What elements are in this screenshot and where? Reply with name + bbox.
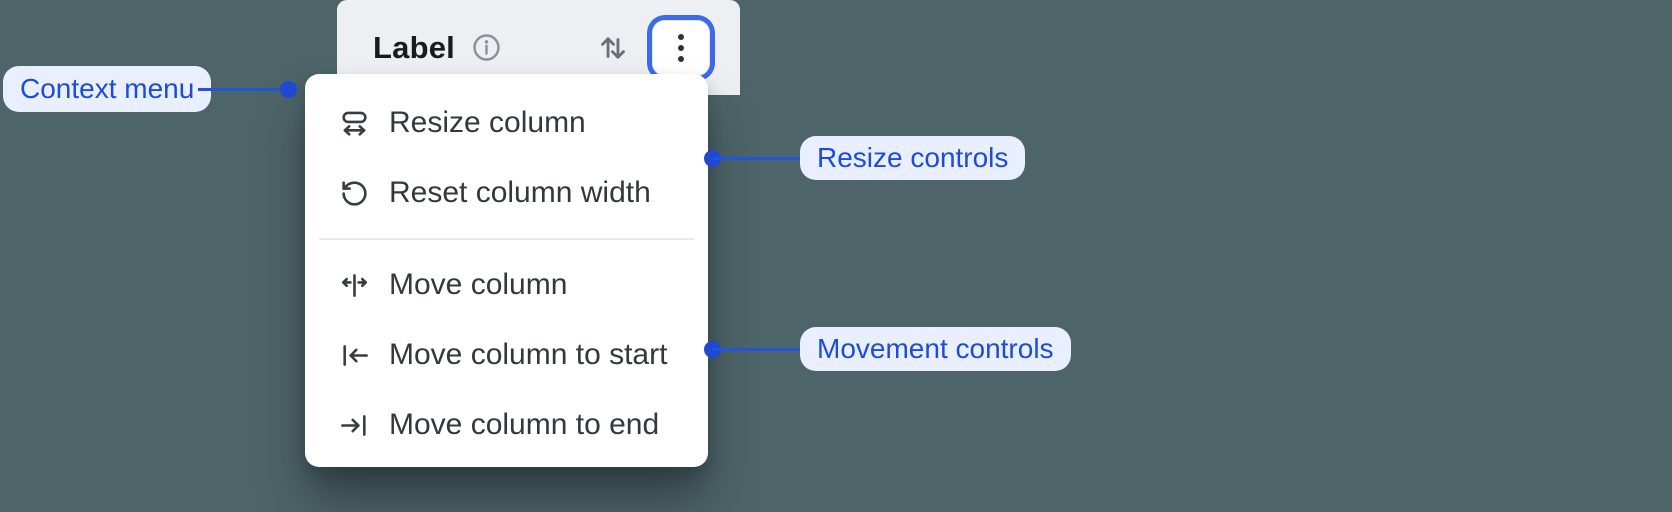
menu-item-label: Move column [389, 268, 568, 301]
reset-column-width-icon [342, 180, 367, 206]
menu-item-resize-column[interactable]: Resize column [305, 88, 708, 158]
annotation-movement-controls: Movement controls [800, 327, 1071, 371]
menu-item-move-column[interactable]: Move column [305, 250, 708, 320]
move-column-icon [341, 273, 368, 297]
annotation-dot-context-menu [280, 81, 297, 98]
menu-item-move-column-to-end[interactable]: Move column to end [305, 390, 708, 460]
column-sort-button[interactable] [596, 31, 630, 65]
annotation-context-menu: Context menu [3, 66, 212, 112]
column-header-title: Label [373, 29, 455, 65]
move-column-to-start-icon [343, 344, 368, 366]
menu-item-reset-column-width[interactable]: Reset column width [305, 158, 708, 228]
annotation-dot-movement-controls [704, 341, 721, 358]
menu-item-label: Reset column width [389, 176, 651, 209]
column-context-menu: Resize column Reset column width [305, 74, 708, 467]
column-menu-button[interactable] [652, 19, 710, 76]
column-info-button[interactable] [470, 31, 503, 64]
menu-item-label: Move column to end [389, 408, 660, 441]
menu-item-label: Move column to start [389, 338, 668, 371]
menu-item-label: Resize column [389, 106, 586, 139]
menu-divider [319, 238, 694, 240]
move-column-to-end-icon [341, 414, 366, 436]
annotation-resize-controls: Resize controls [800, 136, 1026, 180]
annotation-line-movement-controls [713, 348, 800, 351]
annotation-line-resize-controls [713, 157, 800, 160]
resize-column-icon [342, 111, 367, 136]
kebab-menu-icon [678, 33, 684, 62]
menu-item-move-column-to-start[interactable]: Move column to start [305, 320, 708, 390]
info-icon [473, 34, 500, 61]
annotation-line-context-menu [198, 88, 288, 91]
sort-arrows-icon [601, 36, 625, 59]
annotation-dot-resize-controls [704, 150, 721, 167]
